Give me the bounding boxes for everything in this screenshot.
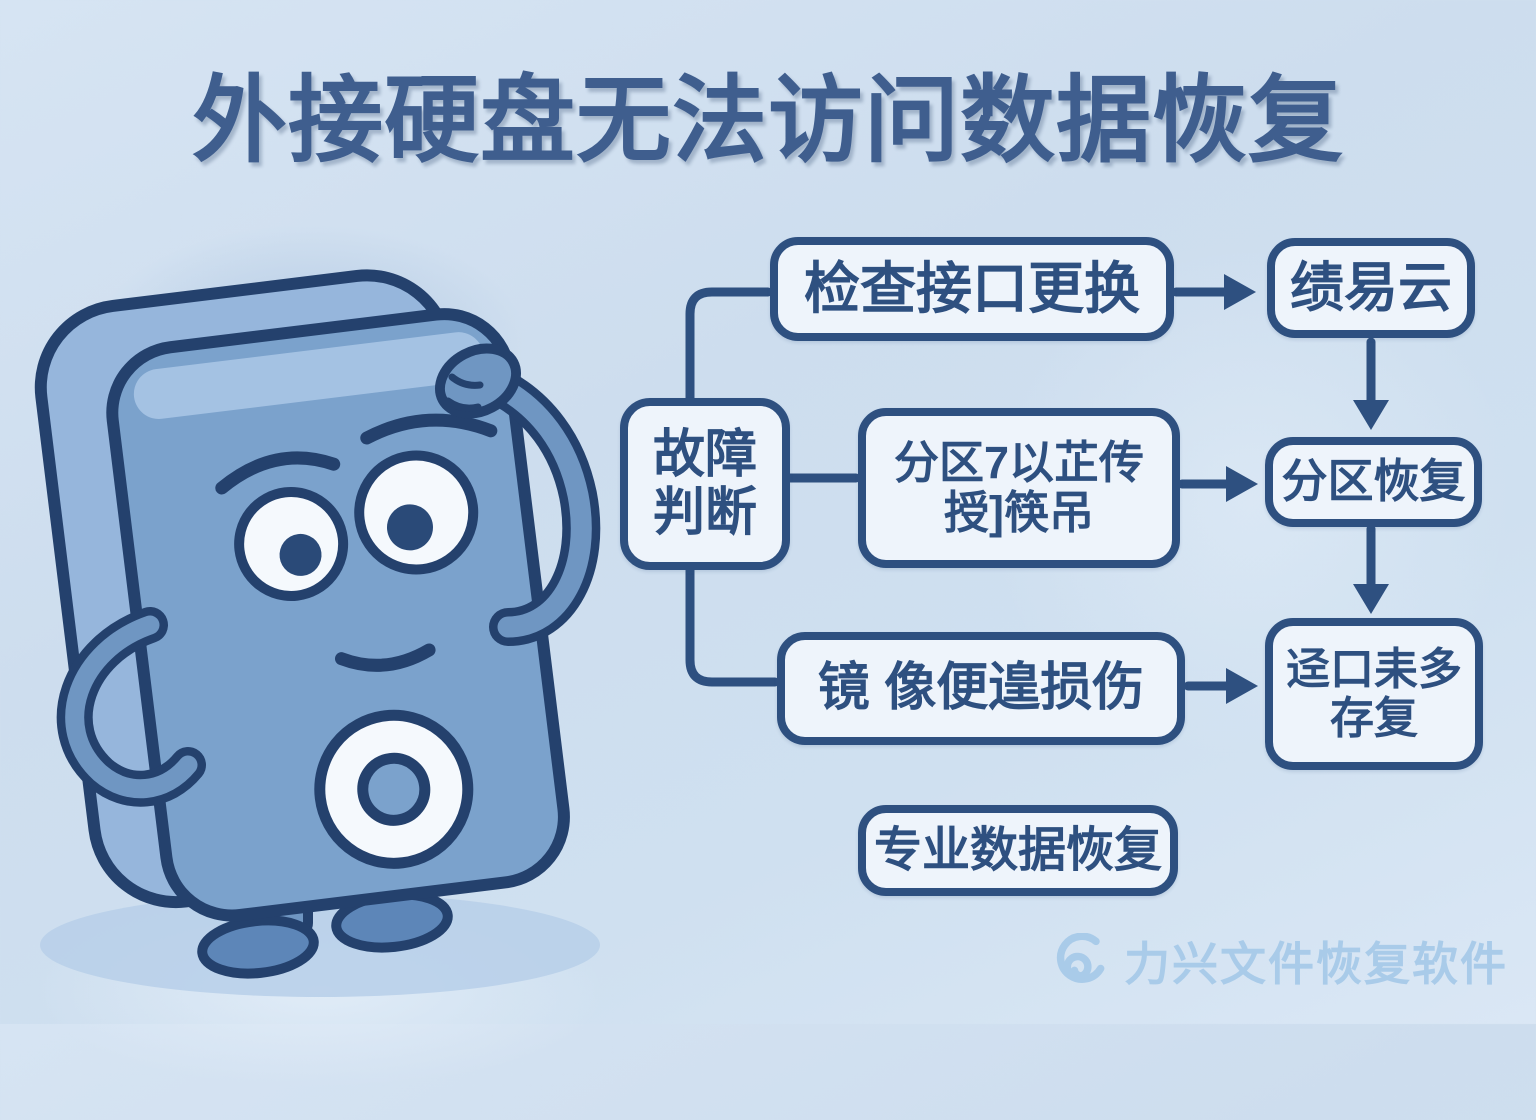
mascot-ground-shadow xyxy=(40,893,600,997)
flow-node-label: 分区恢复 xyxy=(1281,455,1466,508)
arrowhead-right-icon xyxy=(1224,274,1256,310)
flow-node-partition-recovery: 分区恢复 xyxy=(1265,437,1482,527)
hard-drive-mascot-illustration xyxy=(34,269,601,997)
flow-node-label: 分区7以芷传 xyxy=(893,436,1145,488)
flow-node-label: 授]筷吊 xyxy=(944,487,1094,538)
flow-node-label: 故障 xyxy=(652,425,757,484)
flow-node-label: 迳口耒多 xyxy=(1286,644,1462,694)
connector-root-to-mirror xyxy=(685,565,780,687)
mascot-left-eyebrow xyxy=(215,451,341,495)
flow-node-port-recovery: 迳口耒多 存复 xyxy=(1265,618,1483,770)
mascot-speaker-center xyxy=(357,752,431,826)
flow-node-professional-recovery: 专业数据恢复 xyxy=(858,805,1178,896)
page-title: 外接硬盘无法访问数据恢复 xyxy=(191,68,1344,174)
mascot-left-arm xyxy=(56,607,206,807)
flow-node-label: 专业数据恢复 xyxy=(873,823,1162,877)
flow-node-jiyiyun: 绩易云 xyxy=(1267,238,1475,338)
arrowhead-down-icon xyxy=(1353,400,1389,430)
arrowhead-right-icon xyxy=(1226,668,1258,704)
flow-node-fault-diagnosis: 故障 判断 xyxy=(620,398,790,570)
spiral-swirl-icon xyxy=(1056,933,1105,983)
arrow-heads xyxy=(1224,274,1389,704)
flowchart-connectors xyxy=(685,274,1389,704)
arrowhead-right-icon xyxy=(1226,466,1258,502)
mascot-hand xyxy=(434,343,522,419)
flow-node-partition-issue: 分区7以芷传 授]筷吊 xyxy=(858,408,1180,568)
flow-node-label: 判断 xyxy=(652,484,757,542)
flow-node-label: 存复 xyxy=(1330,694,1418,743)
mascot-frown xyxy=(334,643,436,672)
infographic-canvas: 外接硬盘无法访问数据恢复 xyxy=(0,68,1536,1120)
mascot-left-pupil xyxy=(279,533,322,576)
mascot-fingers xyxy=(444,373,484,412)
mascot-right-arm xyxy=(434,343,601,646)
flow-node-label: 绩易云 xyxy=(1290,257,1452,318)
brand-watermark-label: 力兴文件恢复软件 xyxy=(1124,938,1508,990)
flow-node-label: 镜 像便遑损伤 xyxy=(817,659,1145,718)
flow-node-check-interface: 检查接口更换 xyxy=(770,237,1174,341)
mascot-face xyxy=(215,413,498,869)
flow-node-mirror-damage: 镜 像便遑损伤 xyxy=(777,632,1185,745)
brand-watermark: 力兴文件恢复软件 xyxy=(1054,928,1508,994)
flow-node-label: 检查接口更换 xyxy=(804,256,1140,320)
mascot-right-eyebrow xyxy=(360,413,498,445)
mascot-right-pupil xyxy=(386,504,433,551)
connector-root-to-check xyxy=(685,287,773,403)
arrowhead-down-icon xyxy=(1353,584,1389,614)
